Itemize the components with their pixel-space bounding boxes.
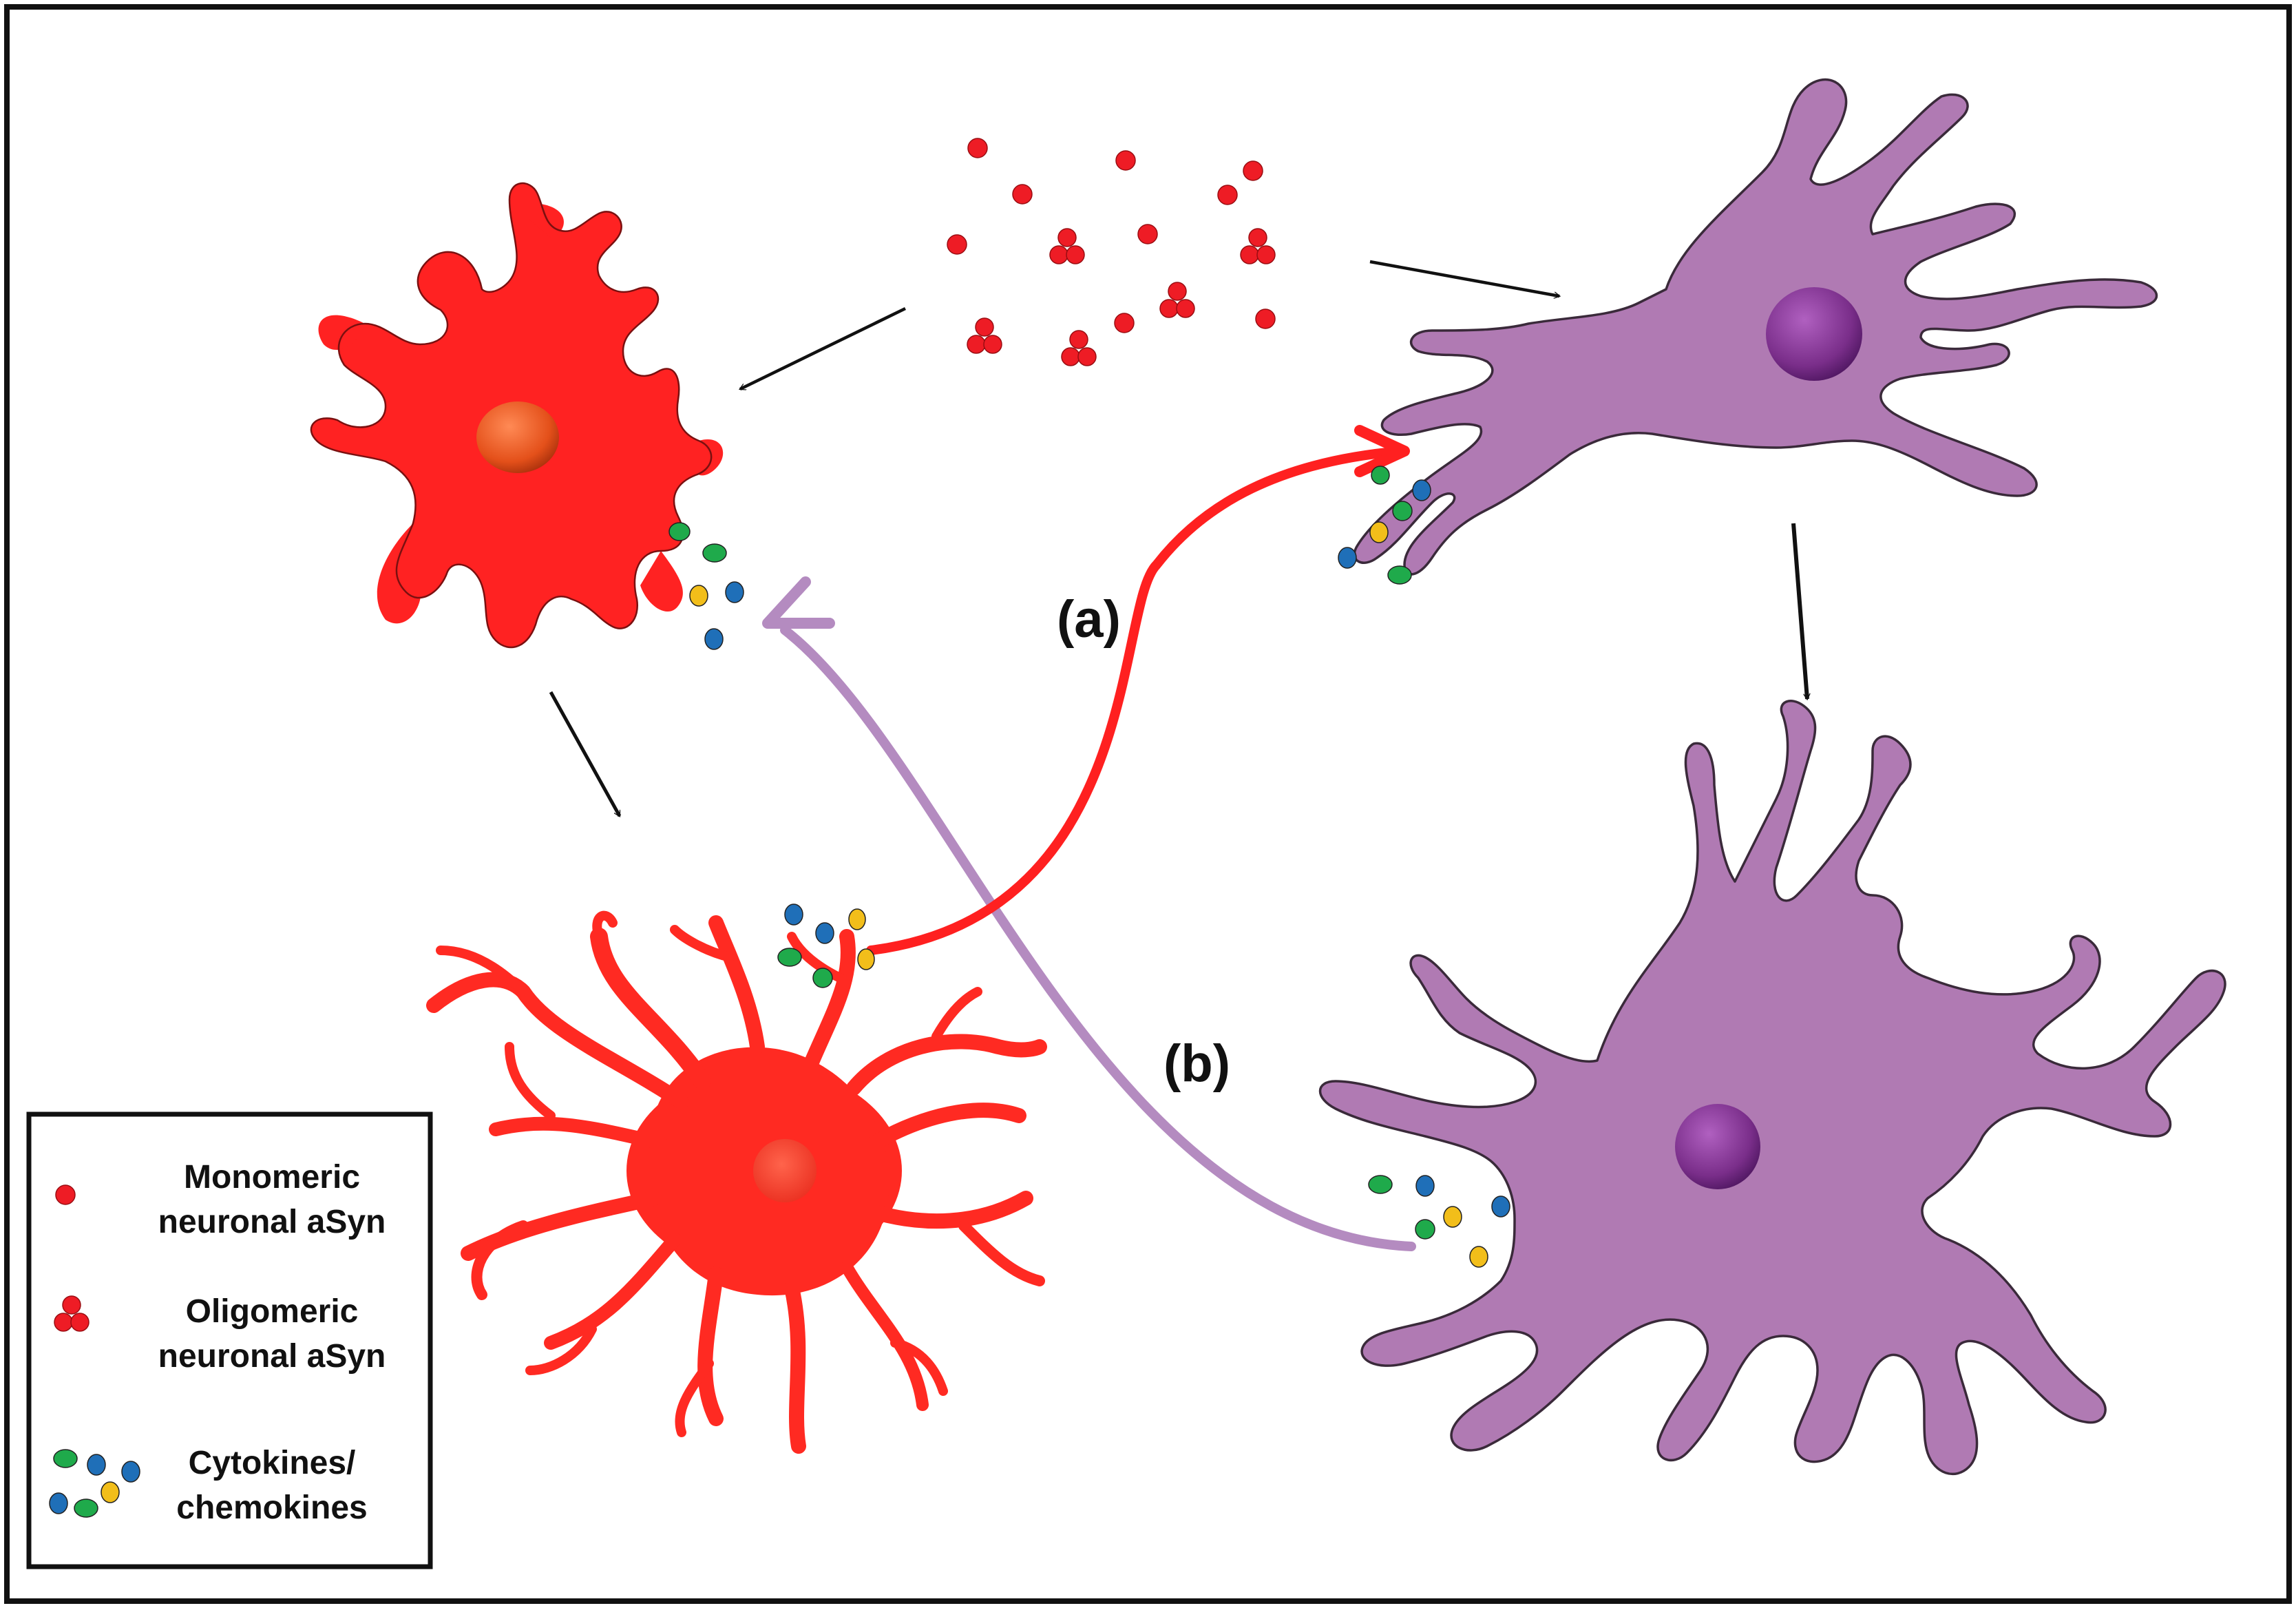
legend-label-oligomeric-line2: neuronal aSyn [158, 1338, 386, 1375]
legend-label-monomeric-line1: Monomeric [184, 1159, 360, 1195]
cytokine-cluster-icon [49, 1449, 140, 1518]
microglia-nucleus [476, 401, 559, 473]
asyn-oligomer [1159, 282, 1195, 318]
arrow-asyn-to-microglia [740, 306, 906, 391]
cytokines-resting-microglia [668, 522, 744, 650]
reactive-astrocyte-nucleus [1675, 1104, 1760, 1189]
legend-label-cytokines-line1: Cytokines/ [189, 1445, 356, 1481]
cytokines-resting-astrocyte [1338, 466, 1431, 585]
label-a: (a) [1057, 590, 1121, 649]
asyn-monomer [1243, 160, 1263, 181]
cytokines-reactive-astrocyte [1368, 1175, 1510, 1268]
asyn-particles [947, 138, 1276, 366]
asyn-oligomer [1061, 330, 1097, 366]
asyn-monomer [1137, 224, 1158, 244]
arrow-astrocyte-activation [1791, 523, 1807, 699]
asyn-monomer [947, 234, 967, 255]
resting-microglia [310, 182, 724, 649]
oligomer-icon [54, 1295, 89, 1332]
legend-label-oligomeric-line1: Oligomeric [186, 1293, 359, 1330]
legend-box [26, 1111, 433, 1569]
reactive-astrocyte [1318, 700, 2226, 1475]
cytokines-activated-microglia [777, 904, 875, 988]
arrow-b [762, 576, 1416, 1251]
legend-label-monomeric-line2: neuronal aSyn [158, 1204, 386, 1240]
legend: Monomeric neuronal aSyn Oligomeric neuro… [26, 1111, 433, 1569]
arrow-asyn-to-astrocyte [1369, 260, 1559, 296]
asyn-monomer [1012, 184, 1033, 205]
resting-astrocyte [1353, 78, 2158, 576]
asyn-oligomer [967, 317, 1002, 354]
asyn-monomer [1255, 309, 1276, 329]
monomer-icon [55, 1184, 76, 1205]
asyn-monomer [1115, 150, 1136, 171]
asyn-oligomer [1240, 228, 1276, 264]
label-b: (b) [1163, 1034, 1230, 1093]
activated-microglia [426, 910, 1047, 1454]
asyn-oligomer [1049, 228, 1085, 264]
arrow-microglia-activation [549, 691, 622, 816]
asyn-monomer [1217, 185, 1238, 205]
astrocyte-nucleus [1766, 287, 1862, 381]
asyn-monomer [1114, 313, 1135, 333]
arrow-a [866, 425, 1410, 955]
legend-label-cytokines-line2: chemokines [176, 1490, 367, 1526]
asyn-monomer [967, 138, 988, 158]
